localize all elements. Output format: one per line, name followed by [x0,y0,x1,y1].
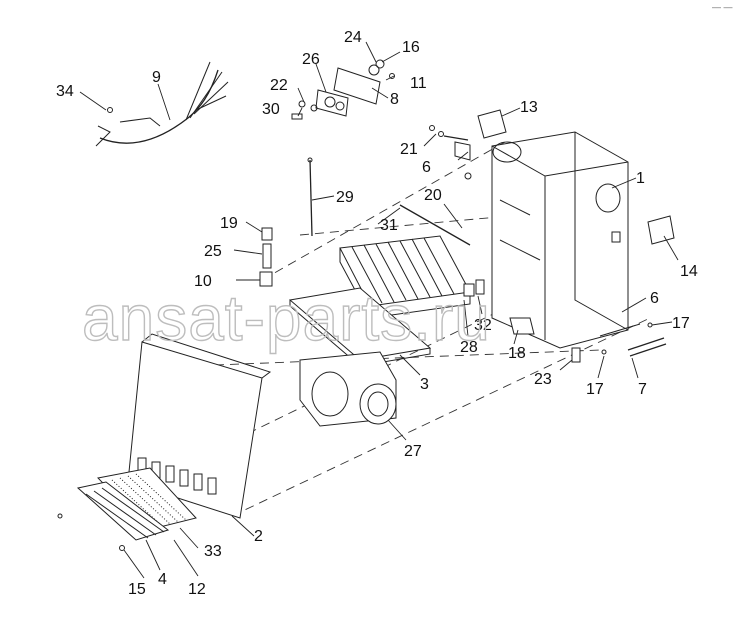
leader-lines [79,41,679,579]
callout-21: 21 [400,141,418,158]
callout-25: 25 [204,243,222,260]
callout-31: 31 [380,217,398,234]
part-blower [299,351,397,427]
part-plate-14 [647,215,675,245]
part-housing [491,131,629,349]
part-panel [127,333,272,519]
callout-27: 27 [404,443,422,460]
callout-8: 8 [390,91,399,108]
callout-24: 24 [344,29,362,46]
callout-9: 9 [152,69,161,86]
callout-28: 28 [460,339,478,356]
callout-33: 33 [204,543,222,560]
callout-19: 19 [220,215,238,232]
callout-6a: 6 [422,159,431,176]
callout-23: 23 [534,371,552,388]
callout-16: 16 [402,39,420,56]
callout-32: 32 [474,317,492,334]
callout-4: 4 [158,571,167,588]
part-plate-13 [477,109,507,139]
callout-34: 34 [56,83,74,100]
part-bracket-21 [429,125,472,180]
callout-22: 22 [270,77,288,94]
callout-13: 13 [520,99,538,116]
callout-29: 29 [336,189,354,206]
callout-7: 7 [638,381,647,398]
part-louvre-panel [57,481,170,551]
part-heater-core [339,235,485,319]
callout-10: 10 [194,273,212,290]
part-wire-harness [95,61,229,147]
callout-14: 14 [680,263,698,280]
part-rod-29 [307,157,313,237]
callout-1: 1 [636,170,645,187]
corner-mark: — — [712,2,733,12]
callout-18: 18 [508,345,526,362]
callout-15: 15 [128,581,146,598]
callout-20: 20 [424,187,442,204]
part-valve [259,227,273,287]
callout-17a: 17 [672,315,690,332]
part-right-hardware [509,317,667,363]
callout-11: 11 [410,75,427,92]
callout-3: 3 [420,376,429,393]
part-switch-plate [291,59,395,120]
callout-26: 26 [302,51,320,68]
callout-30: 30 [262,101,280,118]
part-rod-31 [399,204,471,246]
watermark-text: ansat-parts.ru [82,282,491,354]
callout-17b: 17 [586,381,604,398]
callout-2: 2 [254,528,263,545]
callout-labels: 1 2 3 4 6 6 7 8 9 10 11 12 13 14 15 16 1… [56,29,698,598]
callout-12: 12 [188,581,206,598]
callout-6b: 6 [650,290,659,307]
